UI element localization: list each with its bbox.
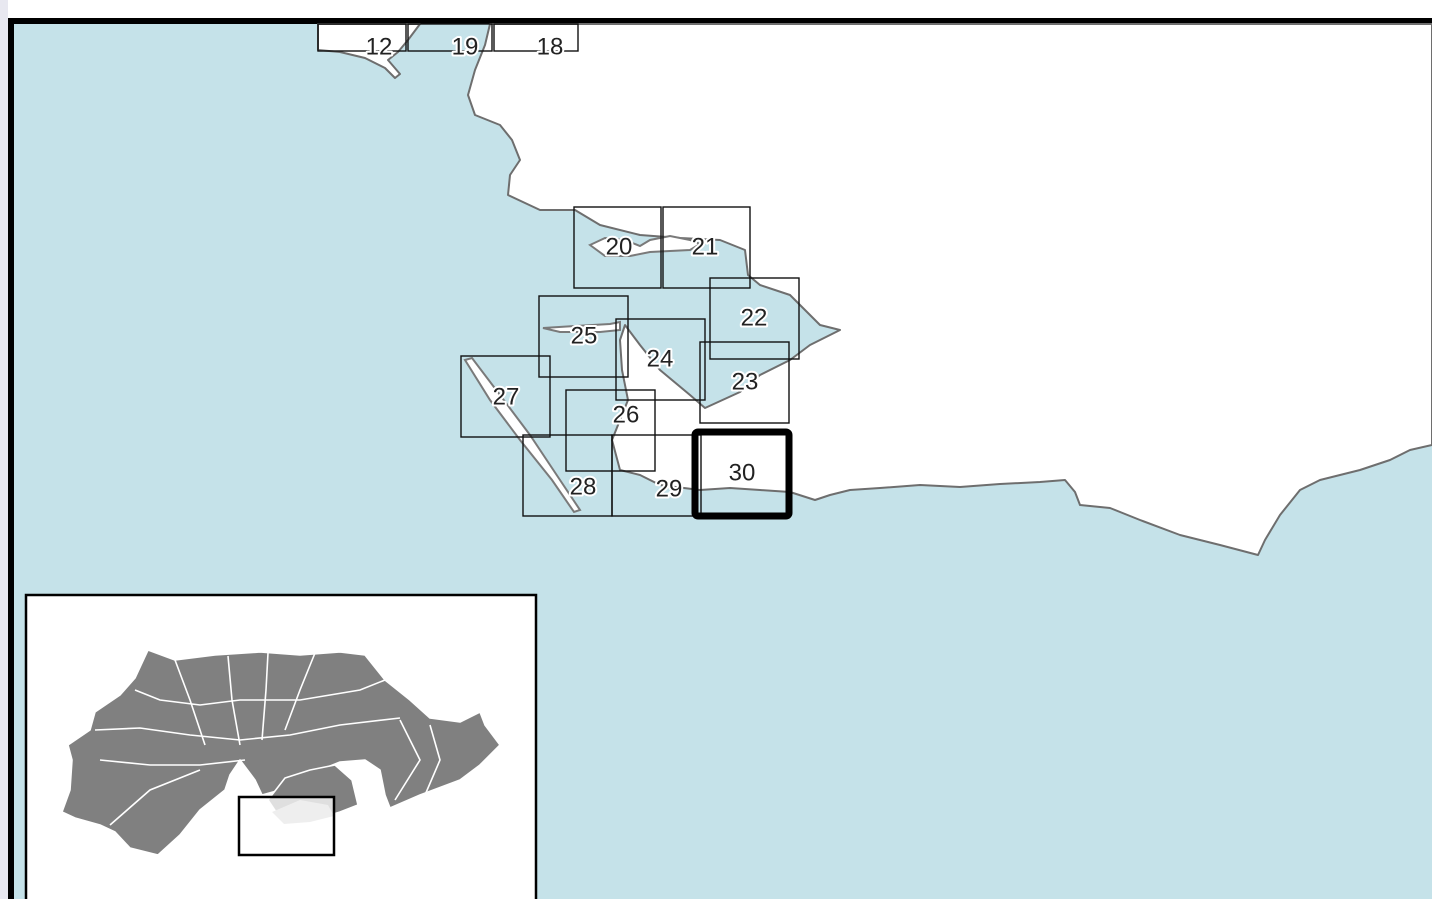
tile-label: 28 <box>570 473 597 500</box>
left-frame-line <box>8 18 14 899</box>
inset-extent-box <box>237 795 336 857</box>
tile-18[interactable] <box>493 23 579 52</box>
tile-30-selected[interactable] <box>691 428 793 520</box>
top-strip <box>0 0 1432 20</box>
tile-label: 23 <box>732 368 759 395</box>
tile-label: 20 <box>606 233 633 260</box>
left-margin <box>0 0 8 899</box>
tile-22[interactable] <box>709 277 800 360</box>
tile-labels: 12 19 18 20 21 22 25 24 23 27 26 28 29 3… <box>364 31 770 504</box>
inset-district-borders <box>94 652 441 826</box>
tile-label: 21 <box>692 233 719 260</box>
tile-12[interactable] <box>317 23 407 52</box>
tile-label: 29 <box>656 475 683 502</box>
locator-inset <box>24 593 538 899</box>
tile-label: 12 <box>366 33 393 60</box>
tile-label: 27 <box>493 383 520 410</box>
tile-26[interactable] <box>565 389 656 472</box>
tile-label: 18 <box>537 33 564 60</box>
tile-label: 22 <box>741 304 768 331</box>
tile-label: 24 <box>647 345 674 372</box>
tile-25[interactable] <box>538 295 629 378</box>
tile-23[interactable] <box>699 341 790 424</box>
tile-label: 30 <box>729 459 756 486</box>
tile-20[interactable] <box>573 206 662 289</box>
tile-21[interactable] <box>662 206 751 289</box>
spit-25 <box>542 320 621 333</box>
tile-29[interactable] <box>611 434 702 517</box>
top-frame-line <box>0 18 1432 24</box>
islet-20 <box>588 234 703 257</box>
tile-label: 19 <box>452 33 479 60</box>
tile-grid[interactable] <box>317 23 800 520</box>
tile-label: 26 <box>613 401 640 428</box>
tile-24[interactable] <box>615 318 706 401</box>
tile-19[interactable] <box>407 23 493 52</box>
tile-label: 25 <box>571 322 598 349</box>
tile-27[interactable] <box>460 355 551 438</box>
